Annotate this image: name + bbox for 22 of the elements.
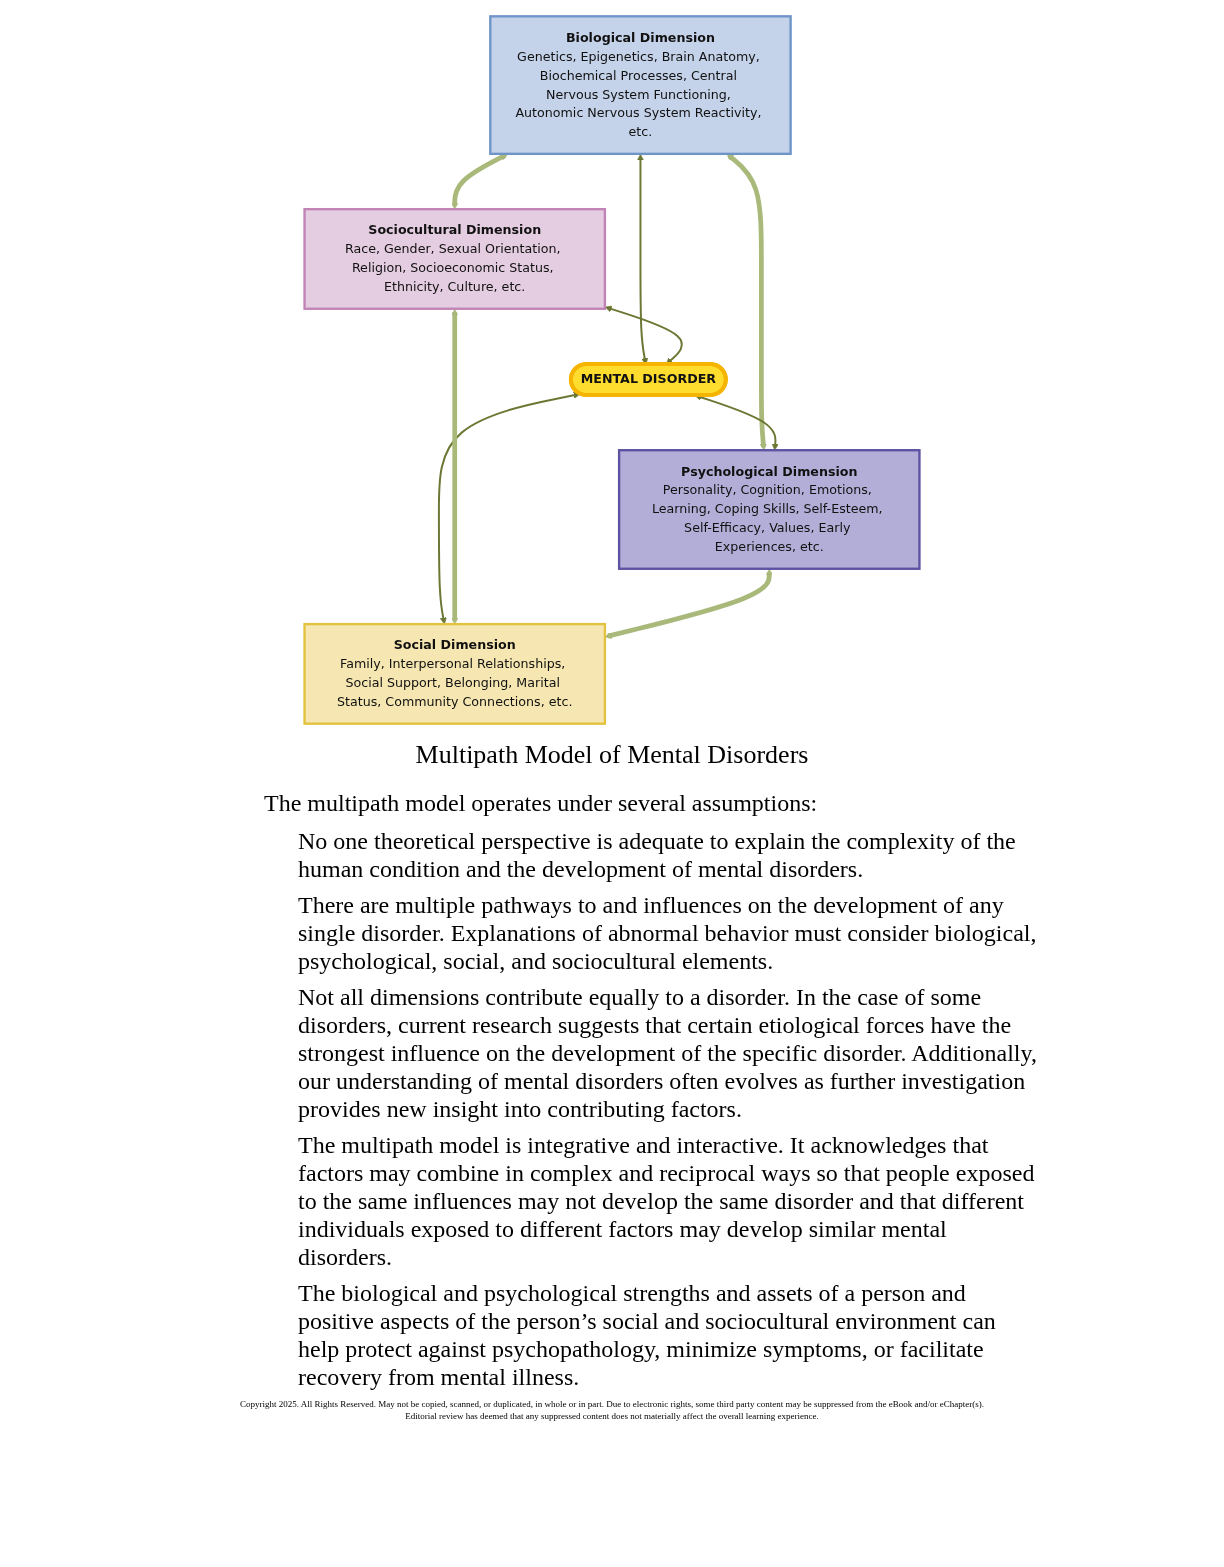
node-box	[489, 15, 792, 156]
arrow	[694, 394, 779, 451]
bullet-text: No one theoretical perspective is adequate to explain the complexity of the human condition and the development of mental disorders.	[298, 827, 1017, 883]
bullet-text: The biological and psychological strengths and assets of a person and positive aspects of the person’s social and sociocultural environment can help protect against psychopathology, minimize symptoms, or facilitate recovery from mental illness.	[298, 1279, 997, 1391]
caption: Multipath Model of Mental Disorders	[414, 740, 810, 770]
arrow	[437, 391, 581, 625]
diagram-drawing: Biological Dimension Genetics, Epigenetics, Brain Anatomy, Biochemical Processes, Central Nervous System Functioning, Autonomic Nervous System Reactivity, etc. Sociocultural Dimension Race, Gender, Sexual Orientation, Religion, Socioeconomic Status, Ethnicity, Culture, etc. MENTAL DISORDER Psychological Dimension Personality, Cognition, Emotions, Learning, Coping Skills, Self-Esteem, Self-Efficacy, Values, Early Experiences, etc. Social Dimension Family, Interpersonal Relationships, Social Support, Belonging, Marital Status, Community Connections, etc.	[112, 10, 1112, 730]
arrow	[604, 305, 683, 365]
node-box	[303, 208, 607, 310]
copyright-note: Copyright 2025. All Rights Reserved. May not be copied, scanned, or duplicated, in whole or in part. Due to electronic rights, some third party content may be suppressed from the eBook and/or eChapter(s).	[239, 1399, 985, 1409]
arrow	[604, 568, 773, 639]
intro-text: The multipath model operates under several assumptions:	[264, 790, 819, 817]
bullet-text: There are multiple pathways to and influences on the development of any single disorder. Explanations of abnormal behavior must consider biological, psychological, social, and sociocultural elements.	[298, 891, 1038, 975]
bullet-text: The multipath model is integrative and interactive. It acknowledges that factors may combine in complex and reciprocal ways so that people exposed to the same influences may not develop the same disorder and that different individuals exposed to different factors may develop similar mental disorders.	[298, 1131, 1036, 1271]
arrow	[451, 308, 459, 625]
node-box	[303, 622, 607, 725]
bullet-text: Not all dimensions contribute equally to a disorder. In the case of some disorders, current research suggests that certain etiological forces have the strongest influence on the development of the specific disorder. Additionally, our understanding of mental disorders often evolves as further investigation provides new insight into contributing factors.	[298, 983, 1038, 1123]
arrow	[451, 153, 509, 210]
arrow	[726, 153, 767, 451]
node-box	[617, 449, 921, 570]
arrow	[636, 153, 649, 365]
copyright-note: Editorial review has deemed that any suppressed content does not materially affect the overall learning experience.	[404, 1411, 820, 1421]
